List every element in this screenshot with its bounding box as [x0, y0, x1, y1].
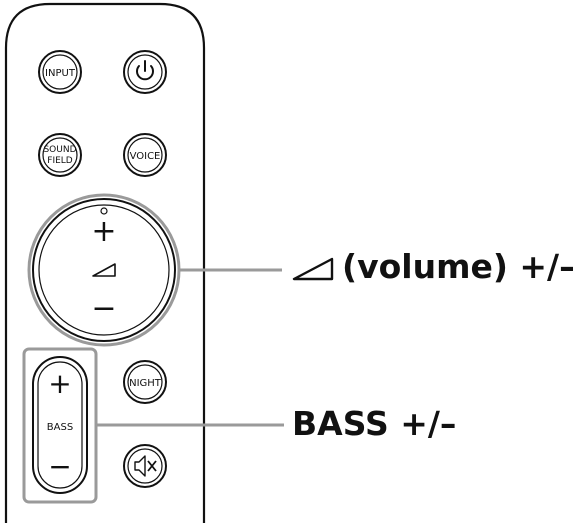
volume-triangle-icon [92, 263, 116, 277]
sound-field-label-line2: FIELD [47, 156, 73, 166]
power-icon [136, 60, 154, 81]
input-button[interactable]: INPUT [38, 50, 82, 94]
bass-plus-symbol: + [48, 367, 71, 400]
bass-callout: BASS +/– [292, 407, 456, 440]
bass-callout-text: BASS +/– [292, 404, 457, 443]
sound-field-button[interactable]: SOUND FIELD [38, 133, 82, 177]
volume-triangle-icon [292, 257, 334, 280]
bass-control[interactable]: + BASS − [22, 347, 98, 504]
mute-icon [134, 455, 157, 477]
volume-minus-symbol: − [91, 291, 116, 326]
voice-button-label: VOICE [130, 151, 161, 162]
night-button[interactable]: NIGHT [123, 360, 167, 404]
mute-button[interactable] [123, 444, 167, 488]
volume-callout: (volume) +/– [292, 250, 573, 283]
volume-callout-text: (volume) +/– [342, 247, 573, 286]
input-button-label: INPUT [45, 68, 76, 79]
volume-control[interactable]: + − [27, 193, 181, 347]
bass-minus-symbol: − [48, 450, 71, 483]
power-button[interactable] [123, 50, 167, 94]
voice-button[interactable]: VOICE [123, 133, 167, 177]
volume-plus-symbol: + [91, 214, 116, 249]
night-button-label: NIGHT [129, 378, 162, 389]
volume-tactile-dot [100, 207, 108, 215]
sound-field-label-line1: SOUND [43, 145, 76, 155]
bass-label: BASS [47, 422, 73, 433]
